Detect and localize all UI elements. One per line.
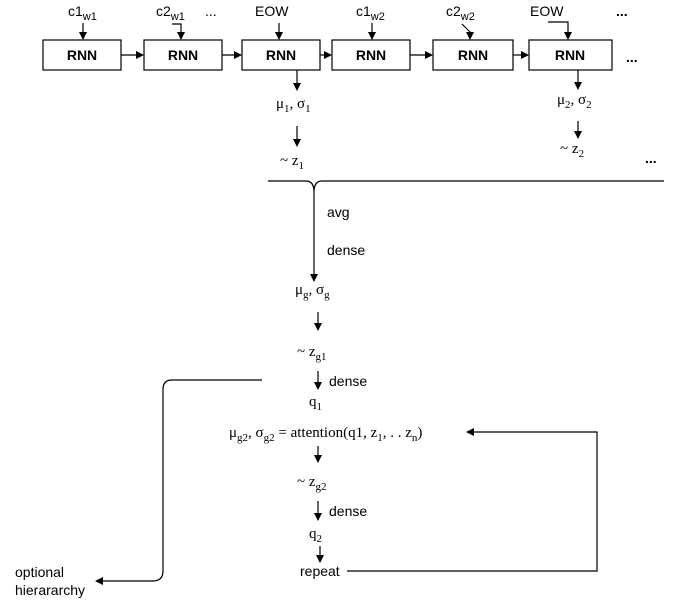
avg-label: avg: [327, 204, 350, 220]
q2-label: q2: [309, 526, 322, 545]
attention-equation: μg2, σg2 = attention(q1, z1, . . zn): [229, 425, 422, 444]
input-ellipsis-right: ...: [616, 3, 628, 19]
rnn-label-1: RNN: [67, 47, 97, 63]
rnn-row: RNN RNN RNN RNN RNN RNN ...: [42, 39, 638, 71]
mu2-sigma2-label: μ2, σ2: [557, 92, 592, 111]
input-labels: c1w1 c2w1 ... EOW c1w2 c2w2 EOW ...: [68, 3, 628, 40]
mu1-sigma1-label: μ1, σ1: [276, 96, 311, 115]
rnn-box-3: [241, 39, 321, 71]
input-label-3: EOW: [255, 3, 289, 19]
repeat-feedback-loop: [347, 428, 598, 572]
repeat-label: repeat: [300, 563, 340, 579]
input-label-2: c2w1: [156, 3, 185, 23]
word-latent-1: μ1, σ1 ~ z1: [276, 70, 311, 172]
latent-ellipsis: ...: [645, 150, 657, 166]
input-label-5: c2w2: [446, 3, 475, 23]
dense-label-1: dense: [327, 242, 365, 258]
input-arrow-5: [461, 23, 474, 40]
global-latent: avg dense μg, σg ~ zg1 dense q1: [295, 192, 367, 413]
dense-label-3: dense: [329, 503, 367, 519]
rnn-box-5: [432, 39, 514, 71]
optional-hierarchy-line1: optional: [15, 564, 64, 580]
z1-label: ~ z1: [280, 153, 304, 172]
attention-step: μg2, σg2 = attention(q1, z1, . . zn) ~ z…: [229, 425, 598, 579]
rnn-label-6: RNN: [555, 47, 585, 63]
input-ellipsis-top: ...: [205, 3, 217, 19]
mug-sigmag-label: μg, σg: [295, 282, 330, 301]
zg2-label: ~ zg2: [297, 474, 327, 493]
input-arrow-2: [172, 23, 185, 40]
input-label-1: c1w1: [68, 3, 97, 23]
word-latent-2: μ2, σ2 ~ z2 ...: [557, 70, 657, 166]
rnn-row-ellipsis: ...: [626, 49, 638, 65]
dense-label-2: dense: [329, 373, 367, 389]
rnn-label-2: RNN: [168, 47, 198, 63]
rnn-label-5: RNN: [458, 47, 488, 63]
rnn-label-3: RNN: [266, 47, 296, 63]
z2-label: ~ z2: [560, 141, 584, 160]
input-label-4: c1w2: [356, 3, 385, 23]
zg1-label: ~ zg1: [297, 344, 327, 363]
rnn-box-2: [143, 39, 223, 71]
rnn-box-1: [42, 39, 122, 71]
rnn-label-4: RNN: [356, 47, 386, 63]
input-label-6: EOW: [530, 3, 564, 19]
optional-hierarchy: optional hierararchy: [15, 379, 262, 598]
q1-label: q1: [309, 394, 322, 413]
optional-hierarchy-arrow: [95, 379, 262, 585]
input-arrow-6: [548, 21, 572, 40]
rnn-box-6: [528, 39, 613, 71]
average-brace: [268, 180, 664, 193]
optional-hierarchy-line2: hierararchy: [15, 582, 85, 598]
